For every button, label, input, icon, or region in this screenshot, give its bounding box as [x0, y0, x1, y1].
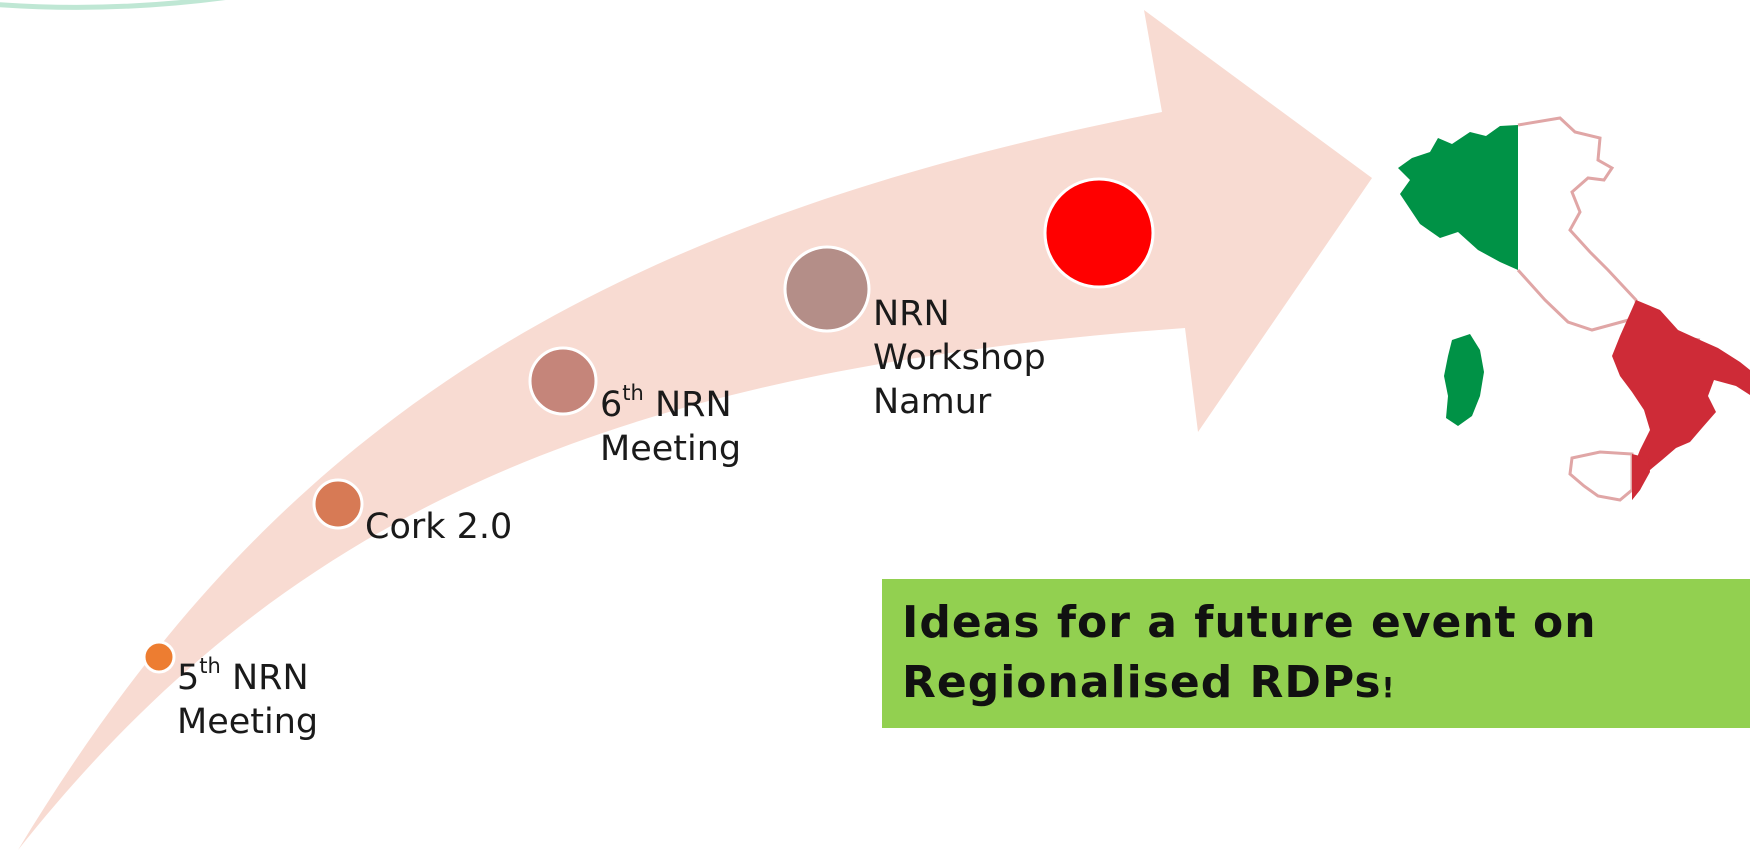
italy-mainland-outline: [1516, 116, 1701, 342]
progress-arrow: [18, 10, 1372, 850]
label-line-2: Meeting: [177, 702, 319, 742]
label-line-1: Cork 2.0: [365, 507, 513, 547]
italy-green-region: [1398, 125, 1518, 270]
decorative-corner-arc: [0, 0, 226, 10]
italy-map-icon: [1398, 116, 1750, 502]
milestone-label-6th-nrn-meeting: 6th NRN Meeting: [600, 383, 741, 471]
callout-exclamation: !: [1381, 671, 1396, 704]
milestone-dot-nrn-workshop-namur: [783, 245, 871, 333]
milestone-dot-next-event: [1043, 177, 1155, 289]
ordinal-suffix: th: [622, 381, 644, 406]
label-line-2: Meeting: [600, 429, 742, 469]
italy-sardinia: [1444, 334, 1484, 426]
milestone-dot-6th-nrn-meeting: [528, 346, 598, 416]
ordinal-number: 6: [600, 385, 623, 425]
callout-text: Ideas for a future event on Regionalised…: [902, 593, 1722, 718]
milestone-dot-cork-2-0: [312, 478, 364, 530]
label-line-1: 5th NRN: [177, 656, 318, 700]
italy-red-region: [1612, 300, 1750, 500]
italy-sicily-outline: [1568, 450, 1634, 502]
milestone-dot-5th-nrn-meeting: [142, 640, 176, 674]
ordinal-suffix: th: [199, 654, 221, 679]
label-text: NRN: [643, 385, 732, 425]
label-line-3: Namur: [873, 382, 992, 422]
italy-sicily-red: [1632, 454, 1650, 500]
ordinal-number: 5: [177, 658, 200, 698]
milestone-label-cork-2-0: Cork 2.0: [365, 505, 512, 549]
callout-main-text: Ideas for a future event on Regionalised…: [902, 597, 1597, 708]
milestone-label-5th-nrn-meeting: 5th NRN Meeting: [177, 656, 318, 744]
label-line-1: 6th NRN: [600, 383, 741, 427]
callout-box: [882, 579, 1750, 728]
label-line-2: Workshop: [873, 338, 1046, 378]
milestone-label-nrn-workshop-namur: NRN Workshop Namur: [873, 292, 1046, 424]
label-line-1: NRN: [873, 294, 950, 334]
label-text: NRN: [220, 658, 309, 698]
